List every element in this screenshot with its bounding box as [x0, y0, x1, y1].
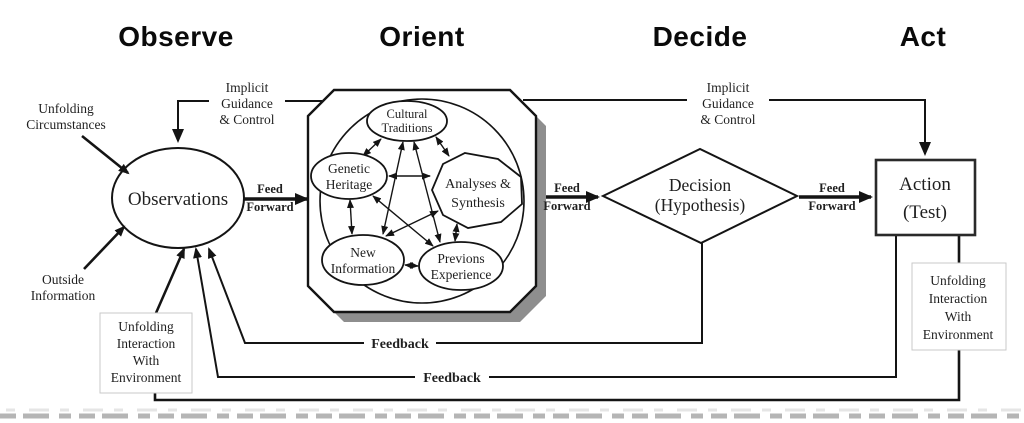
action-line2: (Test): [903, 202, 947, 223]
implicit-guidance-left-line2: Guidance: [221, 96, 273, 111]
analyses-synthesis-polygon: [431, 152, 523, 229]
link-genetic-newinfo: [346, 199, 356, 235]
action-box: [874, 158, 977, 237]
link-cultural-analyses: [435, 136, 450, 157]
unfolding-interaction-left-line2: Interaction: [117, 336, 176, 351]
unfolding-interaction-left-line1: Unfolding: [118, 319, 174, 334]
outside-information-line2: Information: [31, 288, 96, 303]
implicit-guidance-left-bg: [209, 78, 285, 130]
new-information-line2: Information: [331, 261, 396, 276]
feedback-2-label-bg: [415, 368, 489, 385]
unfolding-interaction-left-box: [99, 312, 193, 394]
link-newinfo-previous: [404, 261, 419, 270]
unfolding-interaction-right-line2: Interaction: [929, 291, 988, 306]
implicit-guidance-right-line2: Guidance: [702, 96, 754, 111]
analyses-synthesis-line1: Analyses &: [445, 177, 511, 192]
feedback-2-label: Feedback: [423, 371, 481, 386]
decision-diamond: [600, 147, 800, 245]
genetic-heritage-line1: Genetic: [328, 161, 370, 176]
unfolding-interaction-right-line4: Environment: [923, 327, 994, 342]
previous-experience-line2: Experience: [431, 267, 492, 282]
environment-return-line: [153, 235, 961, 402]
outside-information-line1: Outside: [42, 272, 84, 287]
feed-forward-2-line2: Forward: [543, 199, 590, 213]
feedback-line-decision-to-observations: [208, 243, 703, 344]
cultural-traditions-line2: Traditions: [382, 121, 433, 135]
implicit-guidance-right-line3: & Control: [700, 112, 755, 127]
feed-forward-3-line1: Feed: [819, 181, 845, 195]
unfolding-circumstances-line1: Unfolding: [38, 101, 94, 116]
decision-line1: Decision: [669, 175, 731, 195]
action-line1: Action: [899, 174, 951, 195]
outside-information-arrow: [83, 225, 126, 270]
feedback-1-label: Feedback: [371, 337, 429, 352]
new-information-ellipse: [321, 234, 405, 286]
feedback-line-action-to-observations: [193, 235, 897, 378]
genetic-heritage-line2: Heritage: [326, 177, 372, 192]
unfolding-interaction-right-line3: With: [945, 309, 972, 324]
implicit-guidance-left-line3: & Control: [219, 112, 274, 127]
implicit-guidance-right-line1: Implicit: [707, 80, 750, 95]
implicit-guidance-left-line1: Implicit: [226, 80, 269, 95]
cultural-traditions-ellipse: [366, 100, 448, 142]
feed-forward-3-line2: Forward: [808, 199, 855, 213]
feed-forward-2-line1: Feed: [554, 181, 580, 195]
implicit-guidance-right-bg: [687, 78, 769, 130]
feedback-1-label-bg: [364, 334, 436, 351]
orient-circle: [319, 98, 525, 304]
phase-header-decide: Decide: [653, 21, 748, 52]
feed-forward-1-line1: Feed: [257, 182, 283, 196]
link-newinfo-analyses: [385, 210, 439, 237]
feed-forward-1-line2: Forward: [246, 200, 293, 214]
phase-header-orient: Orient: [379, 21, 464, 52]
cultural-traditions-line1: Cultural: [387, 107, 428, 121]
unfolding-circumstances-arrow: [81, 134, 130, 175]
observations-label: Observations: [128, 189, 228, 210]
phase-header-act: Act: [900, 21, 947, 52]
previous-experience-line1: Previons: [437, 251, 484, 266]
unfolding-interaction-right-line1: Unfolding: [930, 273, 986, 288]
environment-to-observations-arrow: [154, 247, 186, 314]
unfolding-interaction-left-line3: With: [133, 353, 160, 368]
decision-line2: (Hypothesis): [655, 195, 746, 215]
new-information-line1: New: [350, 245, 376, 260]
unfolding-interaction-right-box: [911, 262, 1007, 351]
analyses-synthesis-line2: Synthesis: [451, 196, 505, 211]
previous-experience-ellipse: [418, 241, 504, 291]
implicit-guidance-right-line: [523, 99, 931, 156]
link-previous-analyses: [452, 223, 460, 242]
unfolding-interaction-left-line4: Environment: [111, 370, 182, 385]
link-cultural-genetic: [362, 138, 382, 157]
orient-internal-links: [346, 136, 460, 270]
genetic-heritage-ellipse: [310, 152, 388, 200]
unfolding-circumstances-line2: Circumstances: [26, 117, 105, 132]
phase-header-observe: Observe: [118, 21, 234, 52]
